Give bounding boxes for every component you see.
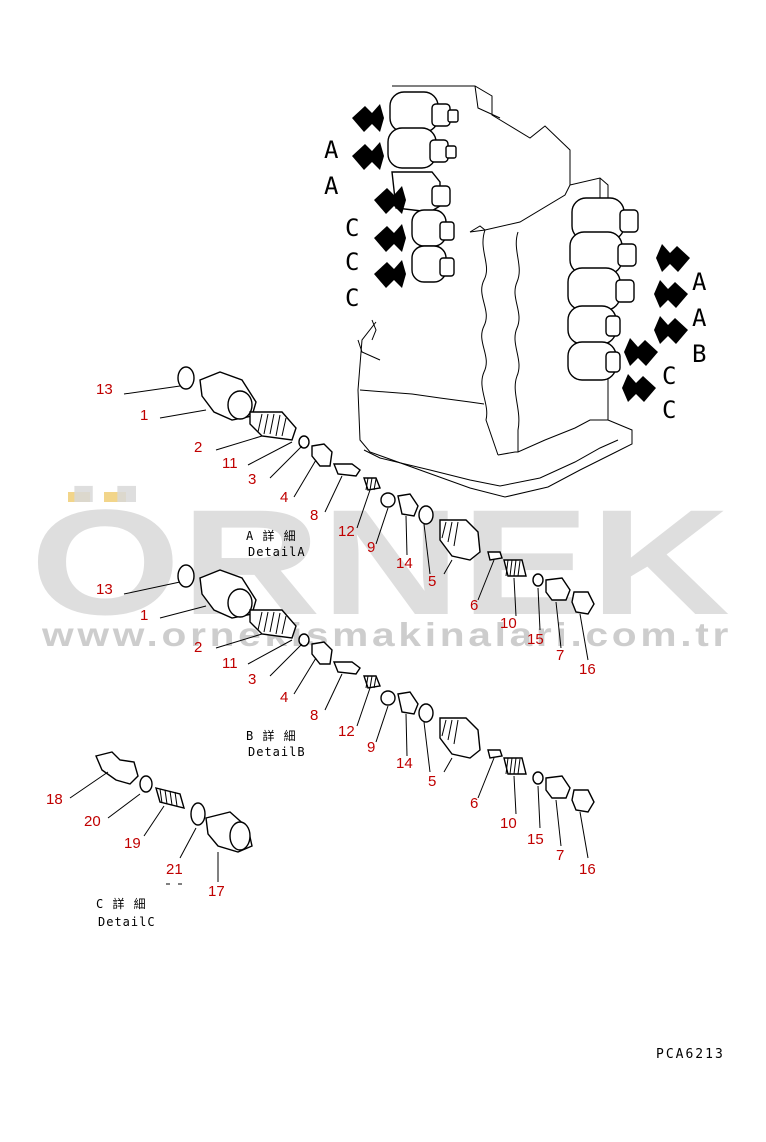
part-number: 4 xyxy=(280,689,288,706)
valve-letters-left: A A C C C xyxy=(324,136,359,312)
detail-c-jp: C 詳 細 xyxy=(96,896,147,911)
arrow-icon xyxy=(374,260,406,288)
valve-letter: B xyxy=(692,340,706,368)
detail-c-en: DetailC xyxy=(98,915,156,929)
detail-a-en: DetailA xyxy=(248,545,306,559)
valve-letter: A xyxy=(692,304,707,332)
part-number: 13 xyxy=(96,381,113,398)
part-number: 6 xyxy=(470,597,478,614)
watermark: ÖRNEK www.ornekismakinalari.com.tr xyxy=(30,478,732,653)
part-number: 14 xyxy=(396,755,413,772)
part-number: 15 xyxy=(527,631,544,648)
part-number: 1 xyxy=(140,607,148,624)
arrow-icon xyxy=(352,142,384,170)
part-number: 17 xyxy=(208,883,225,900)
valve-spools-left xyxy=(387,91,459,283)
part-number: 3 xyxy=(248,471,256,488)
part-number: 7 xyxy=(556,647,564,664)
part-number: 20 xyxy=(84,813,101,830)
part-number: 9 xyxy=(367,739,375,756)
part-number: 16 xyxy=(579,861,596,878)
arrows-right xyxy=(622,244,690,402)
part-number: 12 xyxy=(338,723,355,740)
watermark-brand: ÖRNEK xyxy=(30,478,730,646)
part-number: 16 xyxy=(579,661,596,678)
detail-b-en: DetailB xyxy=(248,745,306,759)
valve-letter: C xyxy=(345,248,359,276)
detail-a-parts: 13 1 2 11 3 4 8 12 9 14 5 6 10 15 7 16 A… xyxy=(96,366,596,678)
control-valve-body xyxy=(357,85,633,498)
valve-letter: C xyxy=(662,396,676,424)
valve-letter: A xyxy=(692,268,707,296)
part-number: 7 xyxy=(556,847,564,864)
watermark-url: www.ornekismakinalari.com.tr xyxy=(41,616,732,653)
valve-letter: C xyxy=(662,362,676,390)
part-number: 6 xyxy=(470,795,478,812)
valve-letters-right: A A B C C xyxy=(662,268,707,424)
arrow-icon xyxy=(352,104,384,132)
arrow-icon xyxy=(622,374,656,402)
valve-letter: A xyxy=(324,172,339,200)
part-number: 18 xyxy=(46,791,63,808)
arrow-icon xyxy=(374,224,406,252)
part-number: 11 xyxy=(222,655,238,672)
part-number: 21 xyxy=(166,861,183,878)
part-number: 12 xyxy=(338,523,355,540)
detail-b-jp: B 詳 細 xyxy=(246,728,297,743)
part-number: 5 xyxy=(428,573,436,590)
arrow-icon xyxy=(624,338,658,366)
valve-spools-right xyxy=(567,197,639,381)
detail-a-jp: A 詳 細 xyxy=(246,528,297,543)
part-number: 8 xyxy=(310,507,318,524)
part-number: 15 xyxy=(527,831,544,848)
part-number: 4 xyxy=(280,489,288,506)
part-number: 1 xyxy=(140,407,148,424)
part-number: 2 xyxy=(194,639,202,656)
part-number: 9 xyxy=(367,539,375,556)
part-number: 5 xyxy=(428,773,436,790)
valve-letter: C xyxy=(345,284,359,312)
part-number: 14 xyxy=(396,555,413,572)
detail-c-parts: 18 20 19 21 17 C 詳 細 DetailC xyxy=(46,751,253,929)
part-number: 10 xyxy=(500,815,517,832)
watermark-accent-right xyxy=(104,492,126,502)
watermark-accent-left xyxy=(68,492,90,502)
arrow-icon xyxy=(656,244,690,272)
valve-letter: C xyxy=(345,214,359,242)
arrows-left xyxy=(352,104,406,288)
part-number: 2 xyxy=(194,439,202,456)
arrow-icon xyxy=(654,280,688,308)
part-number: 8 xyxy=(310,707,318,724)
part-number: 3 xyxy=(248,671,256,688)
detail-b-parts: 13 1 2 11 3 4 8 12 9 14 5 6 10 15 7 16 B… xyxy=(96,564,596,878)
part-number: 10 xyxy=(500,615,517,632)
part-number: 13 xyxy=(96,581,113,598)
part-number: 11 xyxy=(222,455,238,472)
arrow-icon xyxy=(654,316,688,344)
part-number: 19 xyxy=(124,835,141,852)
valve-letter: A xyxy=(324,136,339,164)
arrow-icon xyxy=(374,186,406,214)
drawing-code: PCA6213 xyxy=(656,1047,725,1062)
